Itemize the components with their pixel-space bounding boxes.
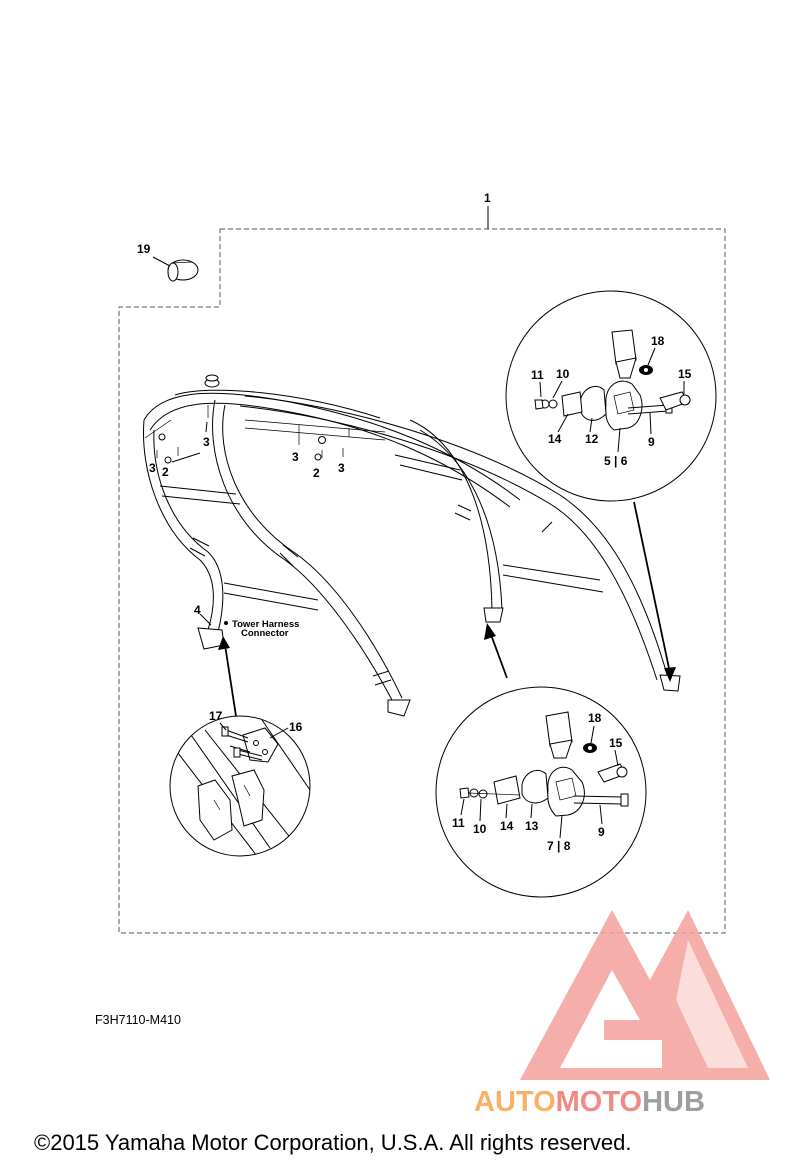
leader-l11 xyxy=(460,798,465,816)
leader-u10 xyxy=(552,380,563,399)
callout-19: 19 xyxy=(137,242,151,256)
top-fasteners-left xyxy=(144,405,209,464)
leader-u12 xyxy=(589,417,593,433)
callout-l9: 9 xyxy=(598,825,605,839)
watermark-logo xyxy=(520,910,770,1080)
leader-u56 xyxy=(617,427,621,453)
arrowhead-lower xyxy=(484,623,496,640)
logo-triangle-inner xyxy=(560,970,662,1068)
callout-l15: 15 xyxy=(609,736,623,750)
leader-l14 xyxy=(505,803,508,819)
leader-2a-side xyxy=(171,452,201,463)
leader-4 xyxy=(199,613,212,626)
leader-l13 xyxy=(530,803,533,819)
watermark-hub: HUB xyxy=(642,1086,705,1118)
leader-l9 xyxy=(599,804,603,825)
leader-l78 xyxy=(559,814,563,839)
callout-u14: 14 xyxy=(548,432,562,446)
callout-1: 1 xyxy=(484,191,491,205)
leader-16 xyxy=(269,727,289,739)
detail-circle-lower xyxy=(435,686,647,898)
tower-frame xyxy=(143,374,681,717)
callout-l13: 13 xyxy=(525,819,539,833)
part-19-cap xyxy=(167,259,199,282)
leader-u14 xyxy=(557,413,569,433)
callout-u11: 11 xyxy=(531,368,544,382)
logo-right-peak xyxy=(676,940,748,1068)
leader-l18 xyxy=(590,725,595,744)
annotation-line1: Tower Harness xyxy=(232,619,299,630)
arrowhead-left xyxy=(218,636,230,650)
arrowhead-upper xyxy=(664,667,676,682)
harness-connector-dot xyxy=(224,621,228,625)
callout-l14: 14 xyxy=(500,819,514,833)
watermark-text: AUTOMOTOHUB xyxy=(474,1086,705,1118)
top-fasteners-right xyxy=(298,425,350,461)
callout-16: 16 xyxy=(289,720,303,734)
callout-u10: 10 xyxy=(556,367,570,381)
callout-4: 4 xyxy=(194,603,201,617)
assembly-boundary xyxy=(118,228,726,934)
callout-3d: 3 xyxy=(338,461,345,475)
leader-l10 xyxy=(479,798,482,822)
leader-19 xyxy=(152,256,171,267)
callout-l10: 10 xyxy=(473,822,487,836)
leader-l15 xyxy=(614,749,619,767)
watermark-moto: MOTO xyxy=(556,1086,642,1118)
leader-u18 xyxy=(647,347,656,366)
leader-3a xyxy=(205,421,208,433)
detail-circle-left xyxy=(169,715,311,857)
leader-17 xyxy=(219,722,227,731)
callout-3a: 3 xyxy=(203,435,210,449)
callout-2b: 2 xyxy=(313,466,320,480)
callout-3c: 3 xyxy=(292,450,299,464)
diagram-code: F3H7110-M410 xyxy=(95,1013,181,1027)
callout-u12: 12 xyxy=(585,432,599,446)
callout-l78: 7 | 8 xyxy=(547,839,571,853)
arrow-upper-detail xyxy=(633,501,671,674)
callout-2a: 2 xyxy=(162,465,169,479)
watermark-auto: AUTO xyxy=(474,1086,556,1118)
callout-u9: 9 xyxy=(648,435,655,449)
callout-l18: 18 xyxy=(588,711,602,725)
annotation-line2: Connector xyxy=(241,628,289,639)
arrow-left-detail xyxy=(224,644,237,717)
copyright-notice: ©2015 Yamaha Motor Corporation, U.S.A. A… xyxy=(34,1130,631,1155)
arrow-lower-detail xyxy=(489,631,508,679)
callout-l11: 11 xyxy=(452,816,465,830)
detail-circle-upper xyxy=(505,290,717,502)
callout-u56: 5 | 6 xyxy=(604,454,628,468)
callout-3b: 3 xyxy=(149,461,156,475)
callout-u18: 18 xyxy=(651,334,665,348)
leader-u9 xyxy=(649,412,652,435)
callout-17: 17 xyxy=(209,709,223,723)
callout-u15: 15 xyxy=(678,367,692,381)
leader-u11 xyxy=(539,381,542,398)
